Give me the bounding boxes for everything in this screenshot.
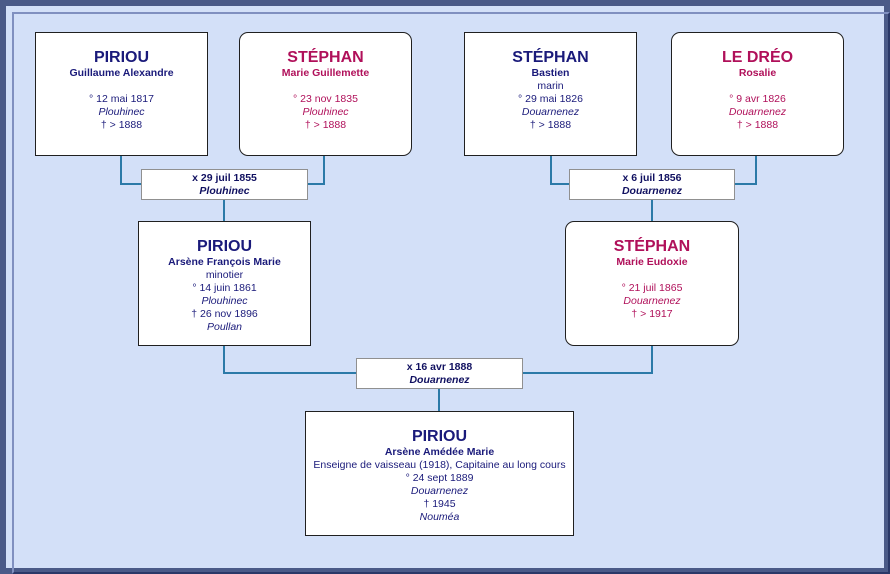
death-date: † 1945	[423, 498, 456, 510]
surname: STÉPHAN	[287, 49, 364, 66]
birth-date: ° 29 mai 1826	[518, 93, 583, 105]
death-date: † > 1888	[529, 119, 572, 131]
surname: PIRIOU	[93, 49, 150, 66]
given-names: Marie Eudoxie	[616, 256, 688, 268]
occupation: Enseigne de vaisseau (1918), Capitaine a…	[313, 459, 566, 471]
surname: STÉPHAN	[512, 49, 589, 66]
given-names: Arsène Amédée Marie	[384, 446, 495, 458]
birth-date: ° 23 nov 1835	[293, 93, 358, 105]
marriage-place: Douarnenez	[621, 185, 683, 197]
occupation: minotier	[205, 269, 244, 281]
surname: STÉPHAN	[613, 238, 691, 255]
tree-frame-bevel	[12, 12, 890, 574]
person-card-marie-eudoxie-stephan: STÉPHAN Marie Eudoxie ° 21 juil 1865 Dou…	[565, 221, 739, 346]
surname: LE DRÉO	[721, 49, 794, 66]
given-names: Guillaume Alexandre	[69, 67, 174, 79]
connector-bastien	[550, 156, 569, 185]
death-date: † > 1888	[304, 119, 347, 131]
given-names: Marie Guillemette	[281, 67, 370, 79]
person-card-arsene-amedee-marie-piriou: PIRIOU Arsène Amédée Marie Enseigne de v…	[305, 411, 574, 536]
person-card-guillaume-piriou: PIRIOU Guillaume Alexandre ° 12 mai 1817…	[35, 32, 208, 156]
death-date: † > 1888	[100, 119, 143, 131]
surname: PIRIOU	[411, 428, 468, 445]
birth-place: Plouhinec	[302, 106, 349, 118]
person-card-bastien-stephan: STÉPHAN Bastien marin ° 29 mai 1826 Doua…	[464, 32, 637, 156]
connector-marie-g	[307, 156, 325, 185]
death-place: Nouméa	[419, 511, 460, 523]
birth-place: Douarnenez	[521, 106, 580, 118]
connector-rosalie	[734, 156, 757, 185]
person-card-marie-guillemette-stephan: STÉPHAN Marie Guillemette ° 23 nov 1835 …	[239, 32, 412, 156]
connector-guillaume	[120, 156, 142, 185]
birth-place: Douarnenez	[728, 106, 787, 118]
marriage-box-stephan-le-dreo: x 6 juil 1856 Douarnenez	[569, 169, 735, 200]
birth-place: Douarnenez	[410, 485, 469, 497]
connector-arsene-fm	[223, 346, 356, 374]
marriage-box-piriou-stephan: x 29 juil 1855 Plouhinec	[141, 169, 308, 200]
birth-date: ° 24 sept 1889	[405, 472, 474, 484]
birth-date: ° 21 juil 1865	[621, 282, 683, 294]
birth-date: ° 9 avr 1826	[729, 93, 786, 105]
marriage-date: x 6 juil 1856	[622, 172, 682, 184]
given-names: Rosalie	[738, 67, 777, 79]
birth-date: ° 12 mai 1817	[89, 93, 154, 105]
given-names: Arsène François Marie	[168, 256, 281, 268]
death-date: † 26 nov 1896	[191, 308, 258, 320]
surname: PIRIOU	[196, 238, 253, 255]
given-names: Bastien	[531, 67, 570, 79]
birth-place: Plouhinec	[201, 295, 248, 307]
death-date: † > 1888	[736, 119, 779, 131]
death-place: Poullan	[206, 321, 243, 333]
birth-place: Douarnenez	[623, 295, 681, 307]
marriage-place: Douarnenez	[409, 374, 470, 386]
marriage-date: x 29 juil 1855	[192, 172, 257, 184]
connector-marie-e	[522, 345, 653, 374]
birth-place: Plouhinec	[98, 106, 145, 118]
death-date: † > 1917	[631, 308, 673, 320]
marriage-date: x 16 avr 1888	[406, 361, 473, 373]
marriage-place: Plouhinec	[199, 185, 250, 197]
birth-date: ° 14 juin 1861	[192, 282, 257, 294]
marriage-box-piriou-stephan-1888: x 16 avr 1888 Douarnenez	[356, 358, 523, 389]
person-card-rosalie-le-dreo: LE DRÉO Rosalie ° 9 avr 1826 Douarnenez …	[671, 32, 844, 156]
occupation: marin	[537, 80, 564, 92]
person-card-arsene-francois-marie-piriou: PIRIOU Arsène François Marie minotier ° …	[138, 221, 311, 346]
